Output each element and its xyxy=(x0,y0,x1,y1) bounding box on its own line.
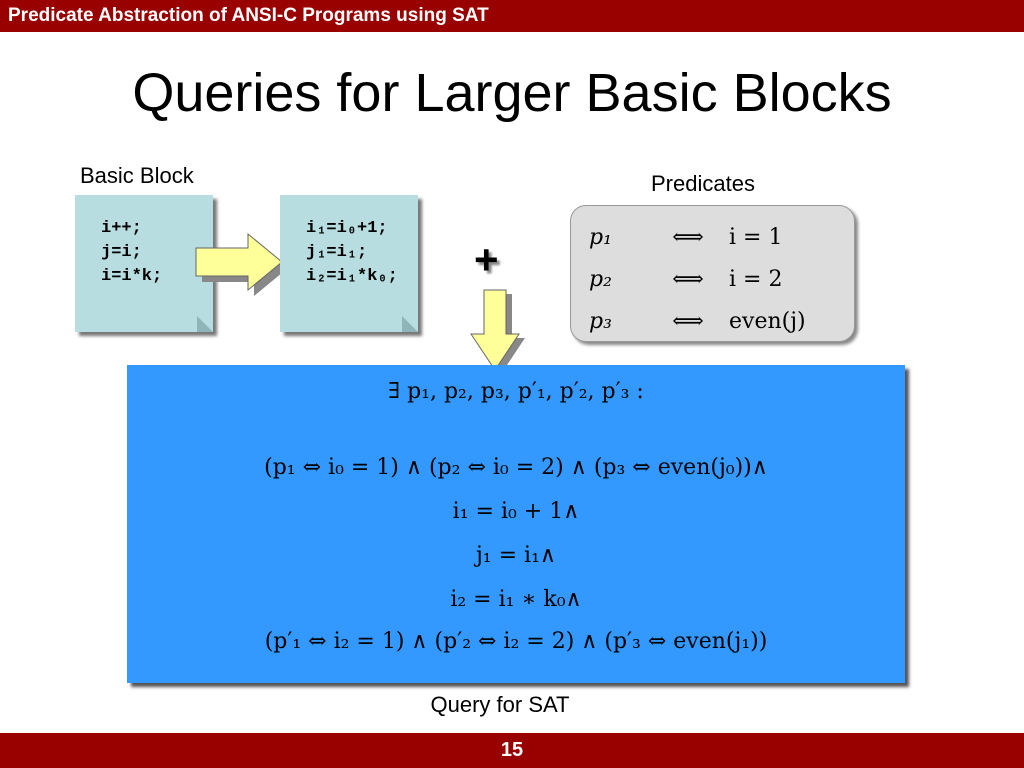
iff-symbol: ⟺ xyxy=(672,266,704,292)
query-line: ∃ p₁, p₂, p₃, p′₁, p′₂, p′₃ : xyxy=(388,379,644,404)
code-line: i₁=i₀+1; xyxy=(306,219,388,238)
page-fold xyxy=(402,316,418,332)
original-code-note: i++; j=i; i=i*k; xyxy=(75,195,213,332)
iff-symbol: ⟺ xyxy=(672,308,704,334)
predicate-row: p₃ ⟺ even(j) xyxy=(589,300,854,342)
down-arrow-icon xyxy=(470,289,525,374)
predicate-row: p₂ ⟺ i = 2 xyxy=(589,258,854,300)
ssa-code-note: i₁=i₀+1; j₁=i₁; i₂=i₁*k₀; xyxy=(280,195,418,332)
predicate-def: i = 2 xyxy=(729,266,783,292)
code-line: j=i; xyxy=(101,243,142,262)
query-line: j₁ = i₁∧ xyxy=(475,543,557,568)
predicate-row: p₁ ⟺ i = 1 xyxy=(589,216,854,258)
predicates-box: p₁ ⟺ i = 1 p₂ ⟺ i = 2 p₃ ⟺ even(j) xyxy=(570,205,855,342)
basic-block-label: Basic Block xyxy=(80,163,194,188)
predicate-def: even(j) xyxy=(729,308,806,334)
header-bar: Predicate Abstraction of ANSI-C Programs… xyxy=(0,0,1024,32)
code-line: j₁=i₁; xyxy=(306,243,368,262)
plus-icon: + xyxy=(474,236,499,283)
page-number: 15 xyxy=(500,739,524,761)
predicate-var: p₃ xyxy=(589,308,612,334)
right-arrow-icon xyxy=(195,232,288,296)
slide-title: Queries for Larger Basic Blocks xyxy=(132,63,892,123)
code-line: i₂=i₁*k₀; xyxy=(306,267,398,286)
query-line: (p₁ ⇔ i₀ = 1) ∧ (p₂ ⇔ i₀ = 2) ∧ (p₃ ⇔ ev… xyxy=(264,455,768,480)
code-line: i++; xyxy=(101,219,142,238)
page-fold xyxy=(197,316,213,332)
footer-bar: 15 xyxy=(0,733,1024,768)
predicate-var: p₁ xyxy=(589,224,612,250)
query-label: Query for SAT xyxy=(430,692,570,717)
predicates-label: Predicates xyxy=(651,171,755,196)
sat-query-box: ∃ p₁, p₂, p₃, p′₁, p′₂, p′₃ : (p₁ ⇔ i₀ =… xyxy=(127,365,905,683)
query-line: i₂ = i₁ ∗ k₀∧ xyxy=(450,587,582,612)
predicate-var: p₂ xyxy=(589,266,612,292)
code-line: i=i*k; xyxy=(101,267,163,286)
predicate-def: i = 1 xyxy=(729,224,783,250)
query-line: (p′₁ ⇔ i₂ = 1) ∧ (p′₂ ⇔ i₂ = 2) ∧ (p′₃ ⇔… xyxy=(264,629,768,654)
iff-symbol: ⟺ xyxy=(672,224,704,250)
query-line: i₁ = i₀ + 1∧ xyxy=(452,499,580,524)
